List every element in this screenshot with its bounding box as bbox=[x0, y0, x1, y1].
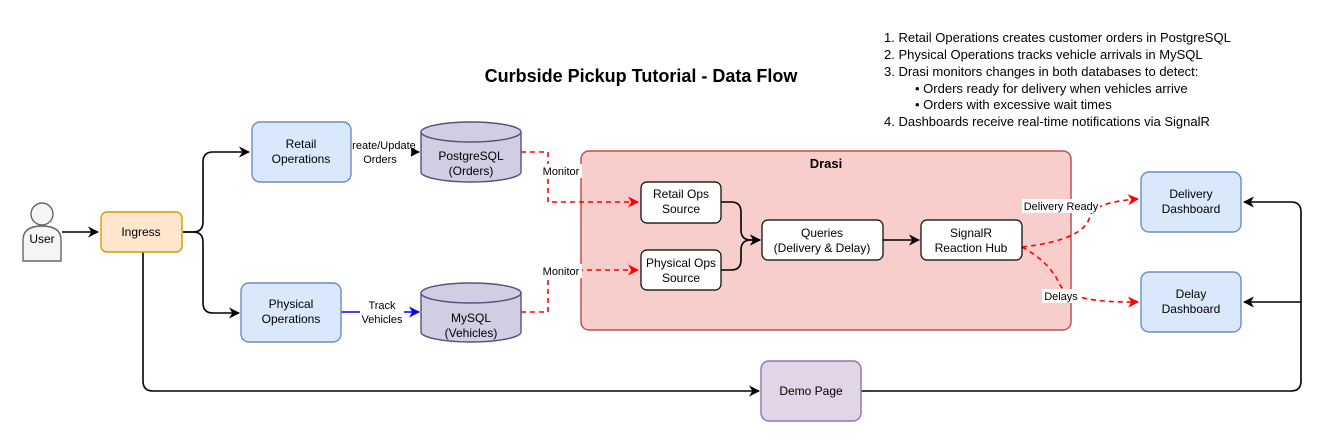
mysql-database: MySQL (Vehicles) bbox=[420, 282, 522, 343]
edge-label-track-1: Track bbox=[368, 300, 396, 312]
retail-operations-box bbox=[251, 121, 352, 183]
delay-dashboard-box bbox=[1140, 271, 1242, 333]
edge-signalr-delivery bbox=[1021, 194, 1140, 248]
physical-operations-label-2: Operations bbox=[262, 312, 321, 326]
edge-ingress-physical bbox=[183, 231, 241, 319]
note-4: 4. Dashboards receive real-time notifica… bbox=[884, 114, 1210, 129]
retail-operations-node: Retail Operations bbox=[251, 121, 352, 183]
note-1: 1. Retail Operations creates customer or… bbox=[884, 30, 1231, 45]
edge-ingress-demo bbox=[142, 252, 761, 397]
postgresql-label-2: (Orders) bbox=[449, 164, 494, 178]
physical-ops-source-node: Physical Ops Source bbox=[640, 249, 722, 291]
ingress-node: Ingress bbox=[100, 211, 183, 253]
edge-label-monitor-pg: Monitor bbox=[543, 166, 580, 178]
physical-ops-source-box bbox=[640, 249, 722, 291]
signalr-hub-node: SignalR Reaction Hub bbox=[920, 219, 1023, 261]
retail-ops-source-label-2: Source bbox=[662, 202, 700, 216]
queries-node: Queries (Delivery & Delay) bbox=[761, 219, 884, 261]
edge-label-create-update-1: Create/Update bbox=[344, 140, 416, 152]
postgresql-label-1: PostgreSQL bbox=[438, 149, 504, 163]
postgresql-cylinder-body bbox=[420, 132, 522, 183]
note-3: 3. Drasi monitors changes in both databa… bbox=[884, 64, 1198, 79]
retail-ops-source-node: Retail Ops Source bbox=[640, 181, 722, 224]
user-icon-head bbox=[30, 202, 54, 226]
edge-ingress-retail bbox=[183, 146, 251, 233]
postgresql-cylinder-top bbox=[420, 121, 522, 143]
retail-ops-source-label-1: Retail Ops bbox=[653, 187, 709, 201]
edge-signalr-delay bbox=[1021, 246, 1140, 308]
edge-demo-delivery bbox=[861, 196, 1302, 392]
demo-page-node: Demo Page bbox=[760, 360, 862, 422]
delivery-ready-label-bg bbox=[1022, 199, 1100, 213]
mysql-label-2: (Vehicles) bbox=[445, 326, 498, 340]
edge-label-create-update-2: Orders bbox=[363, 154, 397, 166]
ingress-label: Ingress bbox=[121, 225, 160, 239]
edge-label-monitor-mysql: Monitor bbox=[543, 266, 580, 278]
note-3a: • Orders ready for delivery when vehicle… bbox=[915, 81, 1188, 96]
edge-label-delivery-ready: Delivery Ready bbox=[1024, 201, 1099, 213]
notes-list: 1. Retail Operations creates customer or… bbox=[884, 30, 1231, 129]
edge-mysql-physical-source bbox=[521, 264, 640, 313]
physical-operations-box bbox=[240, 282, 342, 343]
demo-page-label: Demo Page bbox=[779, 384, 843, 398]
create-update-label-bg bbox=[349, 138, 411, 166]
queries-label-2: (Delivery & Delay) bbox=[774, 241, 871, 255]
user-label: User bbox=[29, 232, 54, 246]
delay-dashboard-label-1: Delay bbox=[1176, 287, 1207, 301]
retail-operations-label-1: Retail bbox=[286, 137, 317, 151]
diagram-title: Curbside Pickup Tutorial - Data Flow bbox=[485, 66, 799, 86]
delivery-dashboard-label-1: Delivery bbox=[1169, 187, 1212, 201]
track-label-bg bbox=[360, 298, 404, 326]
physical-operations-node: Physical Operations bbox=[240, 282, 342, 343]
monitor-mysql-label-bg bbox=[540, 264, 582, 278]
physical-ops-source-label-1: Physical Ops bbox=[646, 256, 716, 270]
retail-ops-source-box bbox=[640, 181, 722, 224]
queries-box bbox=[761, 219, 884, 261]
mysql-cylinder-body bbox=[420, 293, 522, 343]
ingress-box bbox=[100, 211, 183, 253]
edge-postgres-retail-source bbox=[521, 151, 640, 208]
physical-ops-source-label-2: Source bbox=[662, 271, 700, 285]
delay-dashboard-node: Delay Dashboard bbox=[1140, 271, 1242, 333]
signalr-hub-label-1: SignalR bbox=[950, 226, 992, 240]
user-actor: User bbox=[22, 202, 62, 262]
user-icon bbox=[22, 225, 62, 262]
edge-physical-source-queries bbox=[721, 234, 762, 271]
mysql-label-1: MySQL bbox=[451, 311, 491, 325]
monitor-pg-label-bg bbox=[540, 164, 582, 178]
mysql-cylinder-top bbox=[420, 282, 522, 304]
retail-operations-label-2: Operations bbox=[272, 152, 331, 166]
queries-label-1: Queries bbox=[801, 226, 843, 240]
demo-page-box bbox=[760, 360, 862, 422]
physical-operations-label-1: Physical bbox=[269, 297, 314, 311]
delay-dashboard-label-2: Dashboard bbox=[1162, 302, 1221, 316]
signalr-hub-label-2: Reaction Hub bbox=[935, 241, 1008, 255]
edge-label-track-2: Vehicles bbox=[362, 314, 403, 326]
delays-label-bg bbox=[1042, 289, 1080, 303]
note-2: 2. Physical Operations tracks vehicle ar… bbox=[884, 47, 1203, 62]
drasi-group-label: Drasi bbox=[810, 156, 843, 171]
delivery-dashboard-node: Delivery Dashboard bbox=[1140, 171, 1242, 233]
edge-retail-source-queries bbox=[721, 201, 762, 246]
postgresql-database: PostgreSQL (Orders) bbox=[420, 121, 522, 183]
delivery-dashboard-box bbox=[1140, 171, 1242, 233]
delivery-dashboard-label-2: Dashboard bbox=[1162, 202, 1221, 216]
edge-label-delays: Delays bbox=[1044, 291, 1078, 303]
note-3b: • Orders with excessive wait times bbox=[915, 97, 1112, 112]
signalr-hub-box bbox=[920, 219, 1023, 261]
